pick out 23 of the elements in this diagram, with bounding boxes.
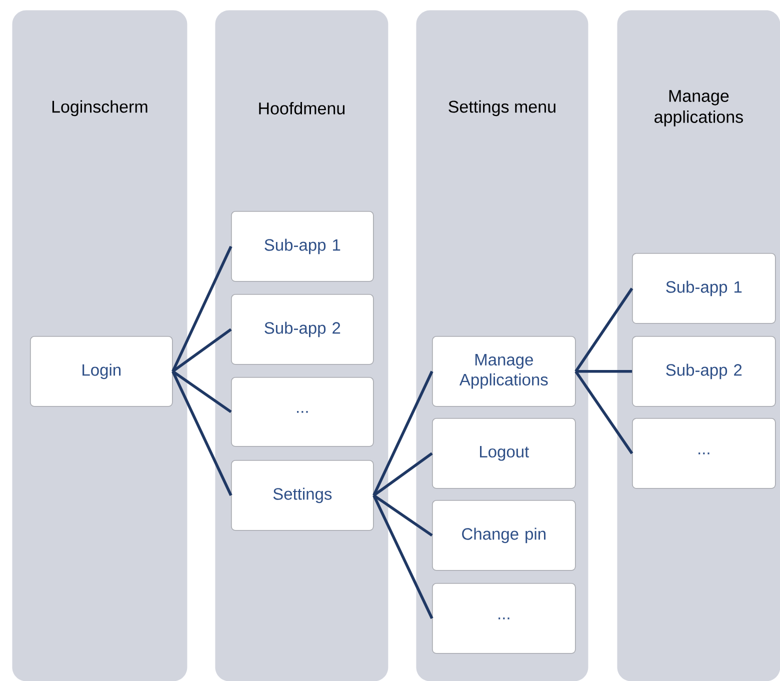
screen-box: Manage Applications: [432, 336, 576, 407]
screen-box: Sub-app 2: [231, 294, 374, 365]
screen-box: Logout: [432, 418, 576, 489]
screen-box: Sub-app 1: [231, 211, 374, 282]
screen-box: Settings: [231, 460, 374, 531]
screen-box: ...: [632, 418, 776, 489]
screen-box: ...: [432, 583, 576, 654]
screen-box: Login: [30, 336, 173, 407]
connector-line: [172, 328, 232, 373]
screen-box: ...: [231, 377, 374, 447]
connector-line: [576, 370, 632, 373]
connector-line: [373, 494, 433, 537]
connector-line: [172, 246, 232, 372]
connector-line: [172, 370, 232, 496]
screen-box: Change pin: [432, 500, 576, 571]
connector-line: [372, 494, 434, 619]
screen-box: Sub-app 2: [632, 336, 776, 407]
connector-line: [574, 370, 634, 454]
screen-box: Sub-app 1: [632, 253, 776, 324]
connector-line: [372, 370, 434, 496]
connector-line: [372, 452, 433, 497]
connector-line: [172, 370, 232, 414]
connector-line: [574, 288, 634, 372]
